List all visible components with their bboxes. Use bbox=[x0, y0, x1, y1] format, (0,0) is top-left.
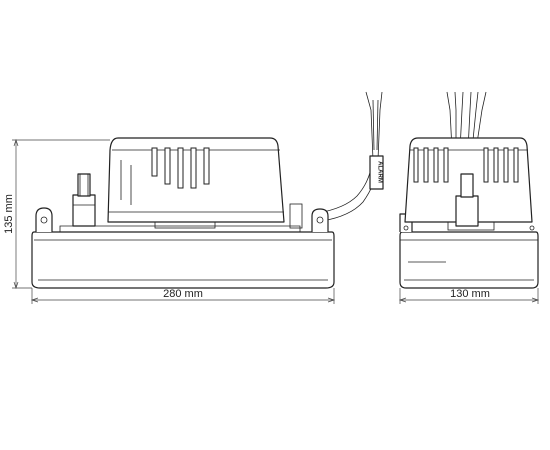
height-dimension: 135 mm bbox=[3, 138, 110, 290]
front-wires bbox=[446, 91, 487, 151]
vent-slot bbox=[433, 147, 439, 183]
side-motor-housing bbox=[107, 137, 285, 223]
alarm-label: ALARM bbox=[377, 161, 383, 183]
width-label: 130 mm bbox=[450, 288, 490, 300]
length-label: 280 mm bbox=[163, 288, 203, 300]
vent-slot bbox=[493, 147, 499, 183]
vent-slot bbox=[190, 147, 197, 189]
width-dimension: 130 mm bbox=[398, 288, 540, 304]
vent-slot bbox=[513, 147, 519, 183]
vent-slot bbox=[413, 147, 419, 183]
height-label: 135 mm bbox=[3, 194, 15, 234]
vent-slot bbox=[177, 147, 184, 189]
front-view: 130 mm bbox=[398, 91, 540, 304]
vent-slot bbox=[203, 147, 210, 185]
vent-slot bbox=[503, 147, 509, 183]
vent-slot bbox=[164, 147, 171, 185]
front-motor-housing bbox=[404, 137, 533, 227]
alarm-sleeve: ALARM bbox=[369, 155, 384, 190]
vent-slot bbox=[483, 147, 489, 183]
side-tank bbox=[31, 203, 335, 289]
length-dimension: 280 mm bbox=[30, 288, 336, 304]
side-inlet bbox=[72, 173, 96, 227]
side-view: ALARM bbox=[3, 91, 384, 304]
vent-slot bbox=[151, 147, 158, 177]
vent-slot bbox=[423, 147, 429, 183]
vent-slot bbox=[443, 147, 449, 183]
